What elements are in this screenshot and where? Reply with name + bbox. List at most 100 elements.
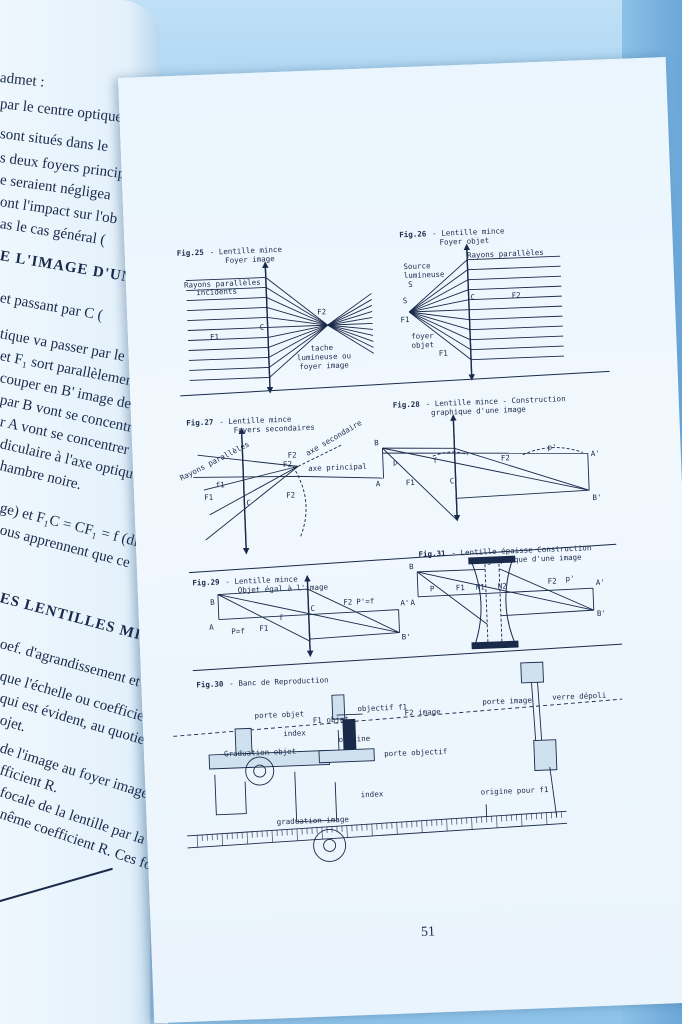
- fig26-ray: [470, 345, 564, 351]
- fig31-label-f1: F1: [456, 583, 465, 592]
- fig26-ray: [467, 275, 561, 281]
- fig27-label-f1b: F1: [204, 493, 213, 502]
- fig29-label-bp: B': [401, 632, 410, 641]
- fig27-label-f2: F2: [286, 491, 295, 500]
- fig26-ray: [467, 265, 561, 271]
- fig28-label-b: B: [374, 438, 379, 447]
- fig26-ray: [469, 305, 563, 311]
- fig26-ray: [469, 325, 563, 331]
- fig25-number: Fig.25: [177, 248, 204, 258]
- left-page-line: admet :: [0, 70, 46, 91]
- fig30-label-porte-objet: porte objet: [254, 709, 304, 720]
- fig26-ray: [469, 315, 563, 321]
- fig26-label-c: C: [470, 292, 475, 301]
- fig30-number: Fig.30: [196, 679, 224, 689]
- fig26-ray: [408, 269, 468, 313]
- fig31-label-n2: N2: [498, 581, 507, 590]
- fig26-ray: [409, 299, 469, 313]
- fig26-ray: [408, 311, 472, 361]
- fig27-title: - Lentille mince: [219, 415, 292, 427]
- fig28-label-f2: F2: [501, 453, 510, 462]
- fig30-label-grad-objet: Graduation objet: [224, 747, 297, 759]
- fig27-subtitle: Foyers secondaires: [233, 423, 315, 435]
- fig29-label-c: C: [310, 604, 315, 613]
- fig26-label-f1: F1: [400, 315, 409, 324]
- fig28-label-bp: B': [592, 493, 601, 502]
- fig25-ray: [327, 324, 373, 330]
- fig31-label-ap: A': [596, 578, 605, 587]
- fig27-label-rays: Rayons parallèles: [178, 440, 250, 483]
- fig26-ray: [409, 309, 470, 313]
- separator-1: [180, 370, 610, 397]
- fig26-label-rays: Rayons parallèles: [467, 248, 544, 260]
- fig28-label-f: f: [433, 456, 438, 465]
- fig29-label-f1: F1: [259, 624, 268, 633]
- fig31-label-f2: F2: [547, 577, 556, 586]
- fig26: [408, 243, 565, 381]
- fig25-ray: [327, 310, 373, 326]
- fig25-ray: [189, 366, 270, 371]
- fig25-label-tache3: foyer image: [299, 360, 349, 371]
- fig30-label-origine: origine: [338, 734, 370, 744]
- fig26-ray: [409, 289, 469, 313]
- fig26-ray: [408, 279, 469, 313]
- fig26-label-src1: Source: [403, 261, 431, 271]
- fig25-subtitle: Foyer image: [225, 254, 275, 265]
- fig29-label-f2: F2: [343, 597, 352, 606]
- fig25-ray: [267, 316, 328, 326]
- right-page: Fig.25 - Lentille mince Foyer image Rayo…: [118, 56, 682, 1024]
- fig27-number: Fig.27: [186, 418, 213, 428]
- fig25-ray: [327, 293, 372, 326]
- fig30-label-f2-image: F2 image: [404, 707, 441, 717]
- fig25-ray: [185, 277, 266, 281]
- fig30-label-porte-objectif: porte objectif: [384, 747, 448, 758]
- fig30: [173, 661, 623, 862]
- fig29-label-a: A: [209, 623, 214, 632]
- fig31-label-n1: N1: [476, 582, 485, 591]
- fig30-label-verre: verre dépoli: [552, 691, 606, 702]
- fig25-ray: [266, 307, 328, 326]
- fig25-label-incident: incidents: [196, 287, 237, 298]
- fig25-ray: [327, 322, 373, 326]
- separator-3: [192, 643, 623, 672]
- fig25-title: - Lentille mince: [210, 245, 283, 257]
- fig26-label-src2: lumineuse: [404, 270, 445, 281]
- fig25-ray: [186, 297, 267, 301]
- fig26-label-src3: S: [408, 280, 413, 289]
- fig26-label-foyer1: foyer: [411, 331, 434, 341]
- fig27-label-c: C: [246, 498, 251, 507]
- fig25-ray: [327, 324, 374, 342]
- fig26-label-s: S: [403, 296, 408, 305]
- fig25-ray: [186, 307, 267, 311]
- separator-2: [189, 543, 617, 574]
- fig25-ray: [187, 326, 268, 331]
- fig25-label-tache1: tache: [310, 343, 333, 353]
- fig26-ray: [468, 295, 562, 301]
- fig25-ray: [327, 305, 373, 326]
- fig25-label-c: C: [259, 323, 264, 332]
- fig25-ray: [187, 316, 268, 321]
- fig26-ray: [408, 259, 468, 313]
- fig25-ray: [327, 324, 374, 336]
- fig28-label-f1: F1: [406, 478, 415, 487]
- fig27-label-axe-principal: axe principal: [308, 462, 367, 473]
- fig28-number: Fig.28: [393, 400, 421, 410]
- fig30-label-index1: index: [283, 728, 306, 738]
- fig31-label-bp: B': [597, 609, 606, 618]
- fig26-ray: [408, 311, 471, 351]
- fig25-ray: [186, 287, 267, 291]
- fig26-ray: [468, 285, 562, 291]
- fig29-label-pp: P'=f: [356, 597, 374, 607]
- fig31-label-pp: p': [565, 574, 574, 583]
- fig26-number: Fig.26: [399, 229, 427, 239]
- fig27-label-f1: f1: [216, 480, 225, 489]
- fig28-label-pp: p': [547, 442, 556, 451]
- fig28-label-p: p: [393, 458, 398, 467]
- fig31-label-a: A: [410, 598, 415, 607]
- left-page-line: par le centre optique: [0, 96, 124, 126]
- fig30-label-origine-f1: origine pour f1: [481, 785, 549, 797]
- fig29-label-b: B: [210, 598, 215, 607]
- fig26-label-f1b: F1: [439, 349, 448, 358]
- fig29-title: - Lentille mince: [225, 574, 298, 586]
- fig25-label-f2: F2: [317, 307, 326, 316]
